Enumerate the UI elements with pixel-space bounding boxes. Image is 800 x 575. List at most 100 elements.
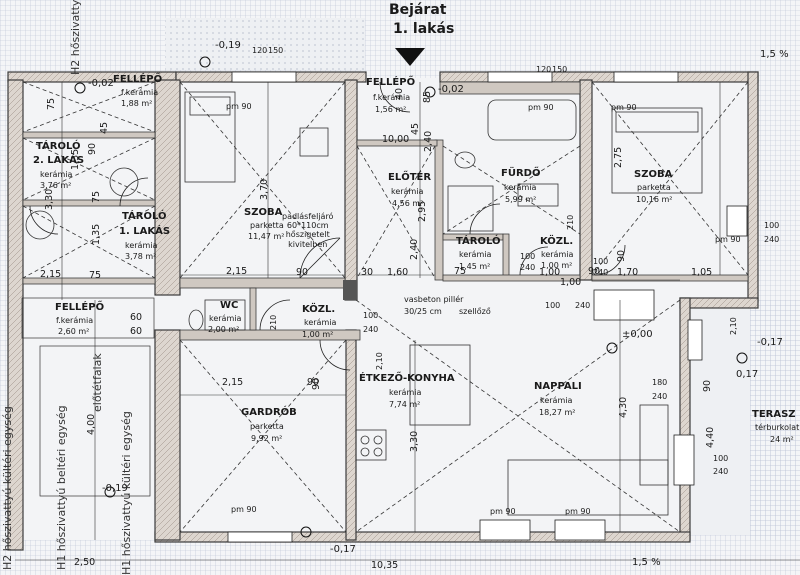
room-material-tarolo-2: kerámia [40, 170, 73, 179]
dim-h-27: 150 [552, 65, 568, 74]
dim-v-9: 3,30 [44, 188, 55, 210]
dim-h-24: 120 [252, 46, 268, 55]
room-area-furdo: 5,99 m² [505, 195, 537, 204]
window-label-3: pm 90 [231, 505, 257, 514]
stove [355, 429, 387, 461]
room-area-nappali: 18,27 m² [539, 408, 576, 417]
room-name-fellepo-low: FELLÉPŐ [55, 302, 105, 313]
room-material-tarolo-1: kerámia [125, 241, 158, 250]
dim-h-31: 240 [593, 268, 609, 277]
room-sub-tarolo-2: 2. LAKÁS [33, 155, 85, 166]
pillar-size-note: 30/25 cm [404, 307, 442, 316]
dim-h-32: 100 [520, 252, 536, 261]
dim-v-22: 2,40 [409, 238, 420, 260]
room-area-kozl-mid: 1,00 m² [302, 330, 334, 339]
room-diagonals [22, 81, 749, 533]
window-label-2: pm 90 [611, 103, 637, 112]
dim-v-14: 210 [566, 214, 575, 230]
room-area-szoba-right: 10,16 m² [636, 195, 673, 204]
dim-h-16: 60 [130, 312, 143, 323]
dim-h-4: 90 [296, 267, 309, 278]
dim-v-25: 2,10 [729, 317, 738, 335]
room-name-wc: WC [220, 300, 239, 311]
dim-h-34: 100 [545, 301, 561, 310]
dim-h-1: 2,15 [222, 377, 244, 388]
entrance-paving [165, 18, 365, 70]
vent-note: szellőző [459, 307, 491, 316]
room-name-tarolo-inner: TÁROLÓ [456, 236, 501, 247]
dim-v-11: 90 [616, 249, 627, 262]
dim-v-26: 2,10 [375, 352, 384, 370]
dim-h-26: 120 [536, 65, 552, 74]
dim-h-35: 240 [575, 301, 591, 310]
room-name-eloter: ELŐTÉR [388, 172, 432, 183]
dim-h-7: 2,15 [40, 269, 62, 280]
window-label-1: pm 90 [528, 103, 554, 112]
room-material-kozl-right: kerámia [541, 250, 574, 259]
door-swings [29, 81, 626, 371]
dim-h-13: 75 [89, 270, 102, 281]
room-name-gardrob: GARDRÓB [241, 407, 297, 418]
room-area-terasz: 24 m² [770, 435, 794, 444]
level-6: -0,17 [330, 544, 356, 555]
room-material-fellepo-entry: f.kerámia [373, 93, 411, 102]
dim-v-18: 45 [99, 121, 110, 134]
room-name-nappali: NAPPALI [534, 381, 582, 392]
toilet-bath [454, 151, 476, 169]
room-material-fellepo-left: f.kerámia [121, 88, 159, 97]
dim-h-8: 1,00 [539, 267, 561, 278]
room-name-etkezo: ÉTKEZŐ-KONYHA [359, 373, 455, 384]
dim-h-15: 10,35 [371, 560, 399, 571]
room-material-tarolo-inner: kerámia [459, 250, 492, 259]
window-label-4: pm 90 [490, 507, 516, 516]
room-material-szoba-right: parketta [637, 183, 671, 192]
room-area-szoba-left: 11,47 m² [248, 232, 285, 241]
dim-v-6: 2,95 [417, 200, 428, 222]
dim-h-25: 150 [268, 46, 284, 55]
room-area-fellepo-left: 1,88 m² [121, 99, 153, 108]
room-material-terasz: térburkolat [755, 423, 800, 432]
room-sub-tarolo-1: 1. LAKÁS [119, 226, 171, 237]
dim-v-2: 4,30 [618, 396, 629, 418]
room-name-furdo: FÜRDŐ [501, 168, 541, 179]
room-material-nappali: kerámia [540, 396, 573, 405]
dim-v-7: 2,40 [423, 130, 434, 152]
window-openings [227, 71, 748, 543]
apartment-label: 1. lakás [393, 21, 455, 37]
level-markers [74, 56, 748, 538]
room-area-gardrob: 9,92 m² [251, 434, 283, 443]
level-0: -0,19 [215, 40, 241, 51]
bed-right [611, 107, 703, 194]
room-area-wc: 2,00 m² [208, 325, 240, 334]
dim-h-29: 240 [713, 467, 729, 476]
level-1: -0,02 [88, 78, 114, 89]
room-material-eloter: kerámia [391, 187, 424, 196]
room-material-furdo: kerámia [504, 183, 537, 192]
room-name-szoba-left: SZOBA [244, 207, 283, 218]
outer-walls [7, 71, 759, 551]
room-material-fellepo-low: f.kerámia [56, 316, 94, 325]
room-area-etkezo: 7,74 m² [389, 400, 421, 409]
room-material-etkezo: kerámia [389, 388, 422, 397]
room-name-kozl-right: KÖZL. [540, 236, 574, 247]
room-area-kozl-right: 1,00 m² [541, 261, 573, 270]
dim-h-28: 100 [713, 454, 729, 463]
room-area-fellepo-entry: 1,56 m² [375, 105, 407, 114]
room-name-fellepo-entry: FELLÉPŐ [366, 77, 416, 88]
inner-walls [22, 81, 749, 341]
dim-v-3: 4,40 [705, 426, 716, 448]
dim-v-23: 90 [311, 377, 322, 390]
dim-h-9: 1,00 [560, 277, 582, 288]
dim-v-15: 210 [269, 314, 278, 330]
dimension-lines [15, 82, 800, 561]
dim-v-24: 90 [702, 379, 713, 392]
dim-h-22: 180 [652, 378, 668, 387]
shower [447, 185, 494, 232]
h1-outdoor-unit: H1 hőszivattyú kültéri egység [120, 411, 133, 575]
dim-h-10: 90 [307, 377, 320, 388]
dim-v-17: 75 [91, 190, 102, 203]
dim-h-5: 1,70 [617, 267, 639, 278]
room-name-tarolo-1: TÁROLÓ [122, 211, 167, 222]
level-4: -0,17 [757, 337, 783, 348]
